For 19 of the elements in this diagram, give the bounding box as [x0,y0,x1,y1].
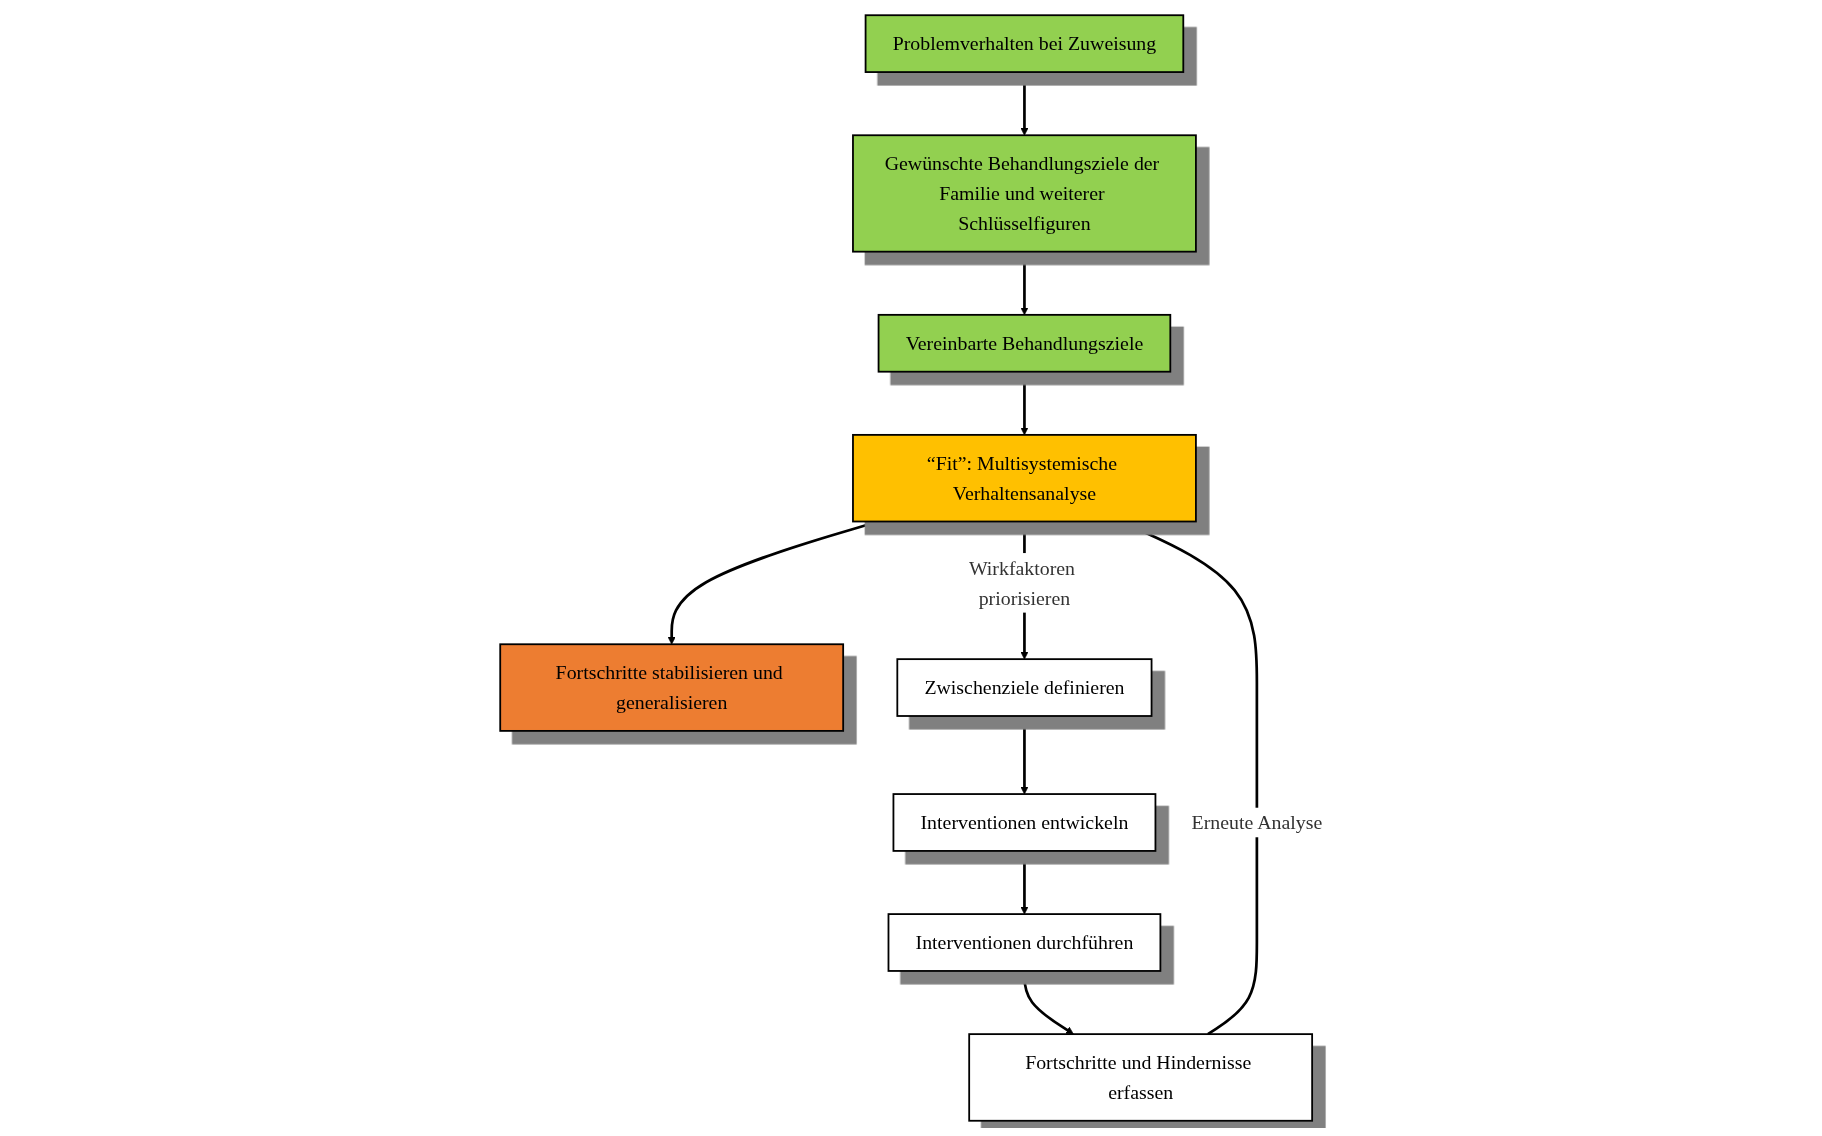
arrow [1022,970,1074,1035]
node-box: Problemverhalten bei Zuweisung [864,14,1184,73]
node-box: Interventionen durchführen [887,913,1162,972]
node-box: Fortschritte stabilisieren und generalisieren [499,643,844,732]
node-box: Zwischenziele definieren [896,658,1153,717]
arrow [1020,371,1029,436]
arrow [1120,520,1258,1036]
node-box: Gewünschte Behandlungsziele der Familie und weiterer Schlüsselfiguren [851,134,1197,253]
node-box: Interventionen entwickeln [892,793,1157,852]
arrow [1020,716,1029,795]
arrow [1020,850,1029,915]
node-box: “Fit”: Multisystemische Verhaltensanalyse [851,434,1197,523]
arrow [1020,72,1029,136]
edge-label: Erneute Analyse [1191,811,1322,834]
arrow [667,520,879,645]
edge-label: Wirkfaktoren priorisieren [968,556,1075,610]
arrow [1020,251,1029,316]
node-box: Fortschritte und Hindernisse erfassen [968,1033,1313,1122]
node-box: Vereinbarte Behandlungsziele [877,313,1171,373]
